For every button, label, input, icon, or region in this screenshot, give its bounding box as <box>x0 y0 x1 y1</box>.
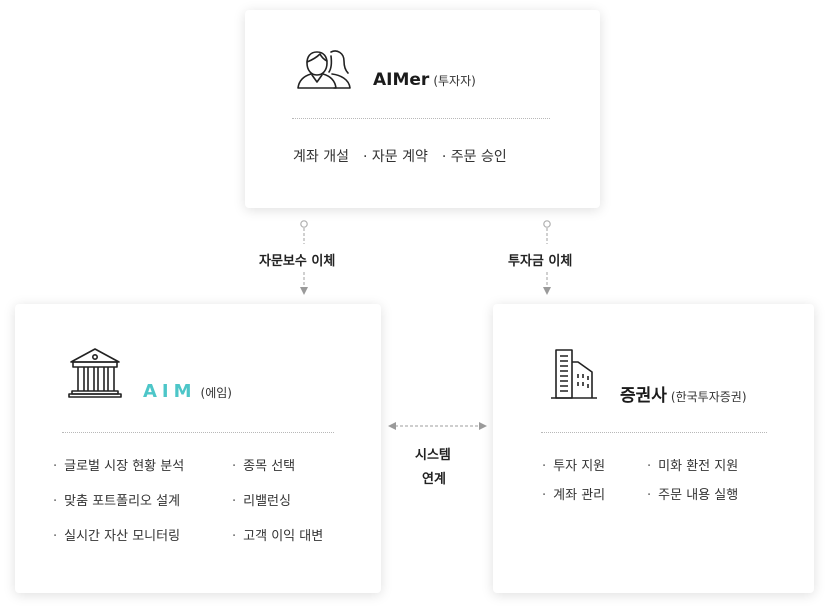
investor-card: AIMer (투자자) 계좌 개설 · 자문 계약 · 주문 승인 <box>245 10 600 208</box>
fund-transfer-label: 투자금 이체 <box>508 254 573 269</box>
aim-role: (에임) <box>200 386 232 400</box>
building-icon <box>551 349 597 399</box>
investor-title: AIMer (투자자) <box>373 70 476 90</box>
service-item: 미화 환전 지원 <box>647 457 738 477</box>
broker-services-col2: 미화 환전 지원 주문 내용 실행 <box>647 457 738 506</box>
investor-divider <box>292 118 550 119</box>
service-item: 맞춤 포트폴리오 설계 <box>53 492 184 512</box>
broker-card: 증권사 (한국투자증권) 투자 지원 계좌 관리 미화 환전 지원 주문 내용 … <box>493 304 814 593</box>
service-item: 계좌 관리 <box>542 486 605 506</box>
broker-title: 증권사 (한국투자증권) <box>620 381 747 406</box>
service-item: 종목 선택 <box>232 457 323 477</box>
investor-duties: 계좌 개설 · 자문 계약 · 주문 승인 <box>293 146 507 166</box>
duty-item: · 주문 승인 <box>441 149 507 165</box>
investor-name: AIMer <box>373 70 430 90</box>
aim-card: AIM (에임) 글로벌 시장 현황 분석 맞춤 포트폴리오 설계 실시간 자산… <box>15 304 381 593</box>
aim-services-col2: 종목 선택 리밸런싱 고객 이익 대변 <box>232 457 323 547</box>
broker-divider <box>541 432 767 433</box>
investor-role: (투자자) <box>433 74 476 88</box>
system-link-label-line2: 연계 <box>422 472 446 487</box>
duty-item: · 자문 계약 <box>362 149 428 165</box>
fee-transfer-label: 자문보수 이체 <box>259 254 336 269</box>
aim-services-col1: 글로벌 시장 현황 분석 맞춤 포트폴리오 설계 실시간 자산 모니터링 <box>53 457 184 547</box>
bank-icon <box>68 348 122 398</box>
service-item: 리밸런싱 <box>232 492 323 512</box>
system-link-arrow <box>388 422 487 430</box>
service-item: 주문 내용 실행 <box>647 486 738 506</box>
service-item: 고객 이익 대변 <box>232 527 323 547</box>
people-icon <box>297 50 351 89</box>
service-item: 투자 지원 <box>542 457 605 477</box>
service-item: 글로벌 시장 현황 분석 <box>53 457 184 477</box>
broker-name: 증권사 <box>620 386 667 406</box>
broker-role: (한국투자증권) <box>670 390 747 404</box>
system-link-label-line1: 시스템 <box>415 448 451 463</box>
aim-divider <box>62 432 334 433</box>
aim-name: AIM <box>143 381 197 402</box>
broker-services-col1: 투자 지원 계좌 관리 <box>542 457 605 506</box>
aim-title: AIM (에임) <box>143 381 232 402</box>
duty-item: 계좌 개설 <box>293 149 349 165</box>
service-item: 실시간 자산 모니터링 <box>53 527 184 547</box>
